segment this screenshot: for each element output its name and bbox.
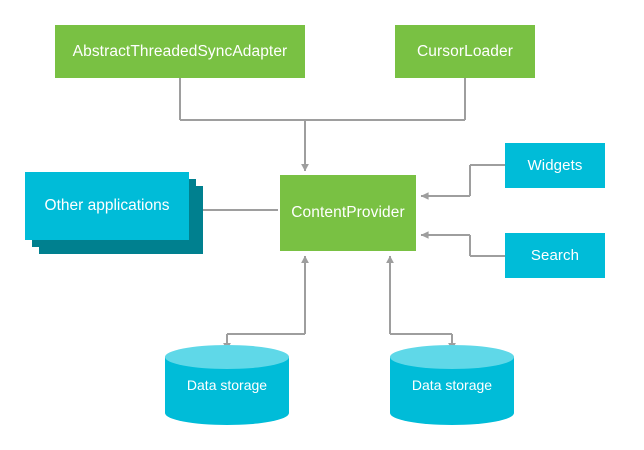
- node-cursor-loader[interactable]: CursorLoader: [395, 25, 535, 78]
- cylinder-top-icon: [390, 345, 514, 369]
- node-content-provider[interactable]: ContentProvider: [280, 175, 416, 251]
- cylinder-top-icon: [165, 345, 289, 369]
- node-data-storage-2[interactable]: Data storage: [390, 345, 514, 425]
- node-search[interactable]: Search: [505, 233, 605, 278]
- node-widgets-label: Widgets: [527, 156, 583, 174]
- node-data-storage-2-label: Data storage: [411, 377, 493, 393]
- node-data-storage-1[interactable]: Data storage: [165, 345, 289, 425]
- node-search-label: Search: [530, 246, 580, 264]
- node-content-provider-label: ContentProvider: [291, 204, 405, 222]
- node-other-applications-label: Other applications: [44, 197, 170, 214]
- node-cursor-loader-label: CursorLoader: [417, 42, 513, 60]
- node-other-applications[interactable]: Other applications: [25, 172, 203, 254]
- node-abstract-threaded-sync-adapter-label: AbstractThreadedSyncAdapter: [72, 42, 288, 60]
- node-data-storage-1-label: Data storage: [186, 377, 268, 393]
- other-applications-card-front[interactable]: Other applications: [25, 172, 189, 240]
- node-widgets[interactable]: Widgets: [505, 143, 605, 188]
- node-abstract-threaded-sync-adapter[interactable]: AbstractThreadedSyncAdapter: [55, 25, 305, 78]
